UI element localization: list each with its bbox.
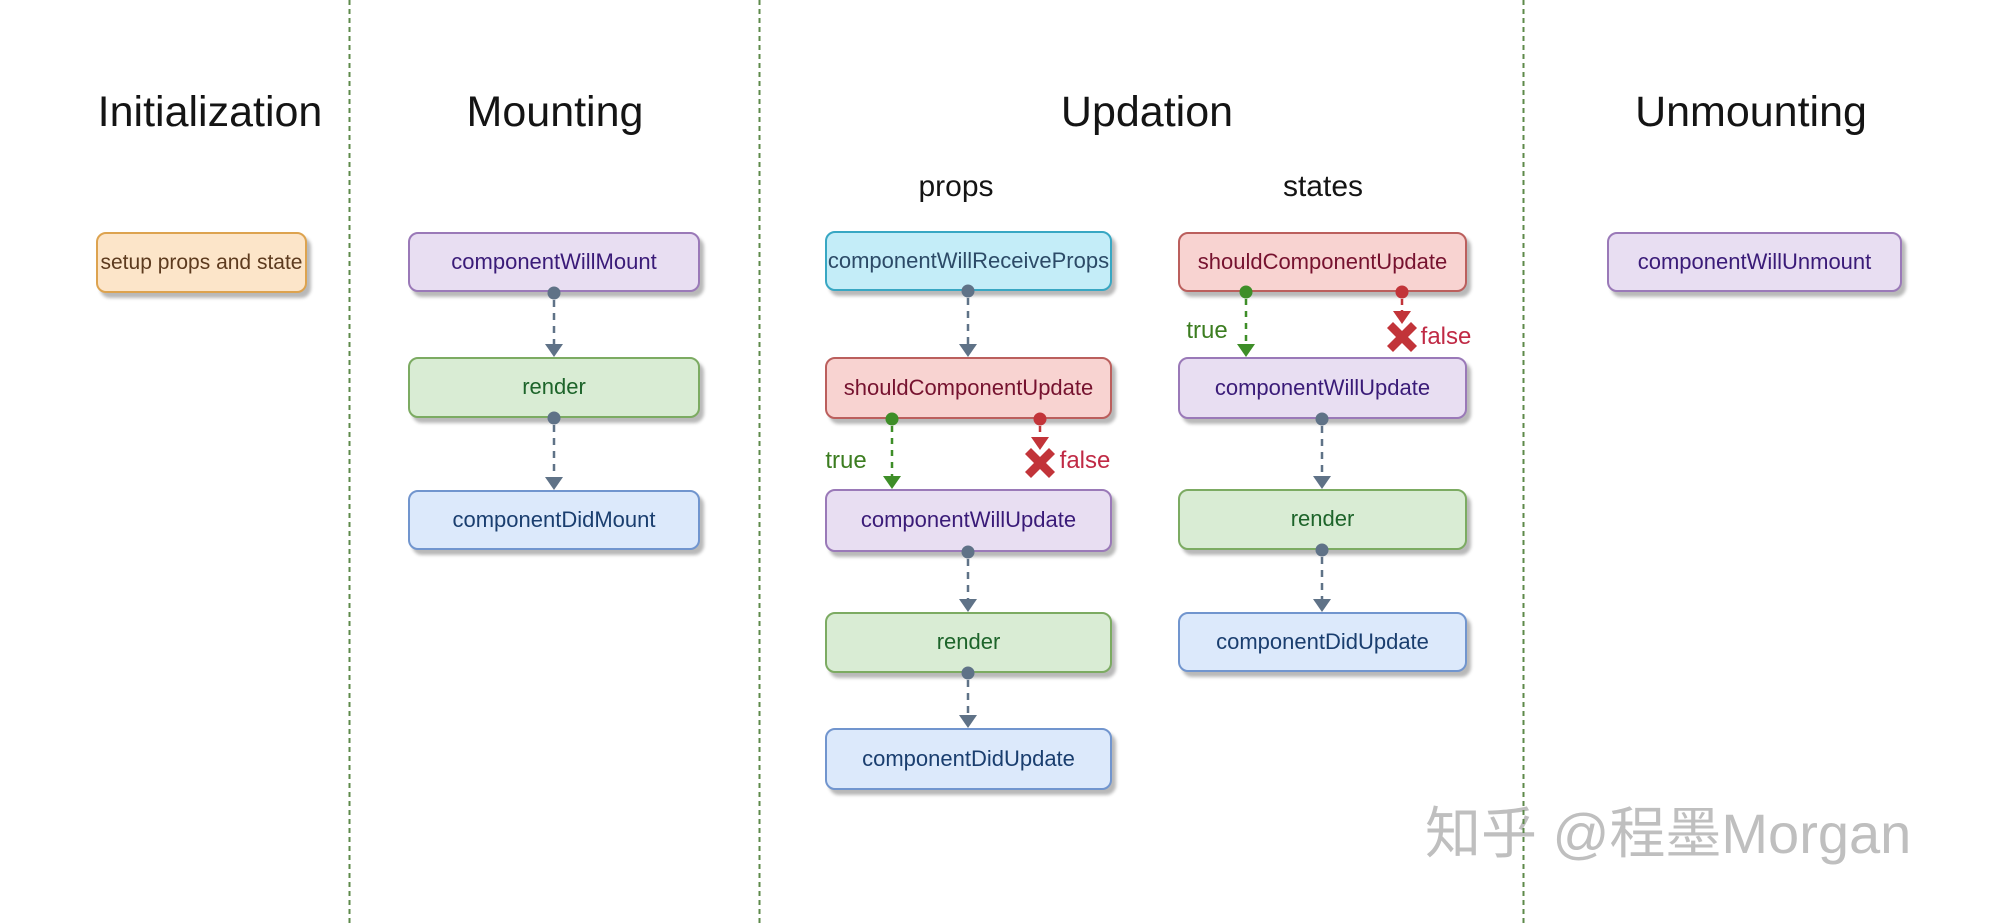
node-render-props: render (825, 612, 1112, 673)
arrowhead-icon (959, 715, 977, 728)
node-component-will-update-props: componentWillUpdate (825, 489, 1112, 552)
arrowhead-icon (883, 476, 901, 489)
node-component-will-update-states: componentWillUpdate (1178, 357, 1467, 419)
node-component-will-receive-props: componentWillReceiveProps (825, 231, 1112, 291)
arrowhead-icon (545, 344, 563, 357)
flow-arrow (545, 411, 563, 490)
false-branch-arrow (1386, 285, 1418, 353)
arrowhead-icon (959, 599, 977, 612)
node-component-did-mount: componentDidMount (408, 490, 700, 550)
column-title-props: props (918, 170, 994, 203)
branch-label-false-states: false (1420, 323, 1472, 350)
arrowhead-icon (1393, 311, 1411, 324)
arrowhead-icon (959, 344, 977, 357)
node-setup-props-and-state: setup props and state (96, 232, 307, 293)
branch-label-true-states: true (1186, 317, 1228, 344)
false-x-icon (1024, 447, 1056, 479)
arrowhead-icon (1031, 437, 1049, 450)
false-x-icon (1386, 321, 1418, 353)
true-branch-arrow (883, 412, 901, 489)
arrowhead-icon (1237, 344, 1255, 357)
false-branch-arrow (1024, 412, 1056, 479)
node-should-component-update-states: shouldComponentUpdate (1178, 232, 1467, 292)
node-should-component-update-props: shouldComponentUpdate (825, 357, 1112, 419)
flow-arrow (545, 286, 563, 357)
branch-label-true-props: true (825, 447, 867, 474)
node-component-will-mount: componentWillMount (408, 232, 700, 292)
section-title-mounting: Mounting (466, 88, 644, 136)
node-render-mounting: render (408, 357, 700, 418)
column-title-states: states (1282, 170, 1364, 203)
node-component-did-update-props: componentDidUpdate (825, 728, 1112, 790)
branch-label-false-props: false (1059, 447, 1111, 474)
arrowhead-icon (545, 477, 563, 490)
flow-arrow (959, 666, 977, 728)
flow-arrow (959, 284, 977, 357)
section-title-updation: Updation (1060, 88, 1234, 136)
flow-arrow (1313, 543, 1331, 612)
arrowhead-icon (1313, 476, 1331, 489)
true-branch-arrow (1237, 285, 1255, 357)
flow-arrow (959, 545, 977, 612)
arrowhead-icon (1313, 599, 1331, 612)
node-component-will-unmount: componentWillUnmount (1607, 232, 1902, 292)
node-render-states: render (1178, 489, 1467, 550)
watermark: 知乎 @程墨Morgan (1425, 802, 1912, 865)
section-title-unmounting: Unmounting (1635, 88, 1867, 136)
section-title-initialization: Initialization (97, 88, 323, 136)
node-component-did-update-states: componentDidUpdate (1178, 612, 1467, 672)
flow-arrow (1313, 412, 1331, 489)
